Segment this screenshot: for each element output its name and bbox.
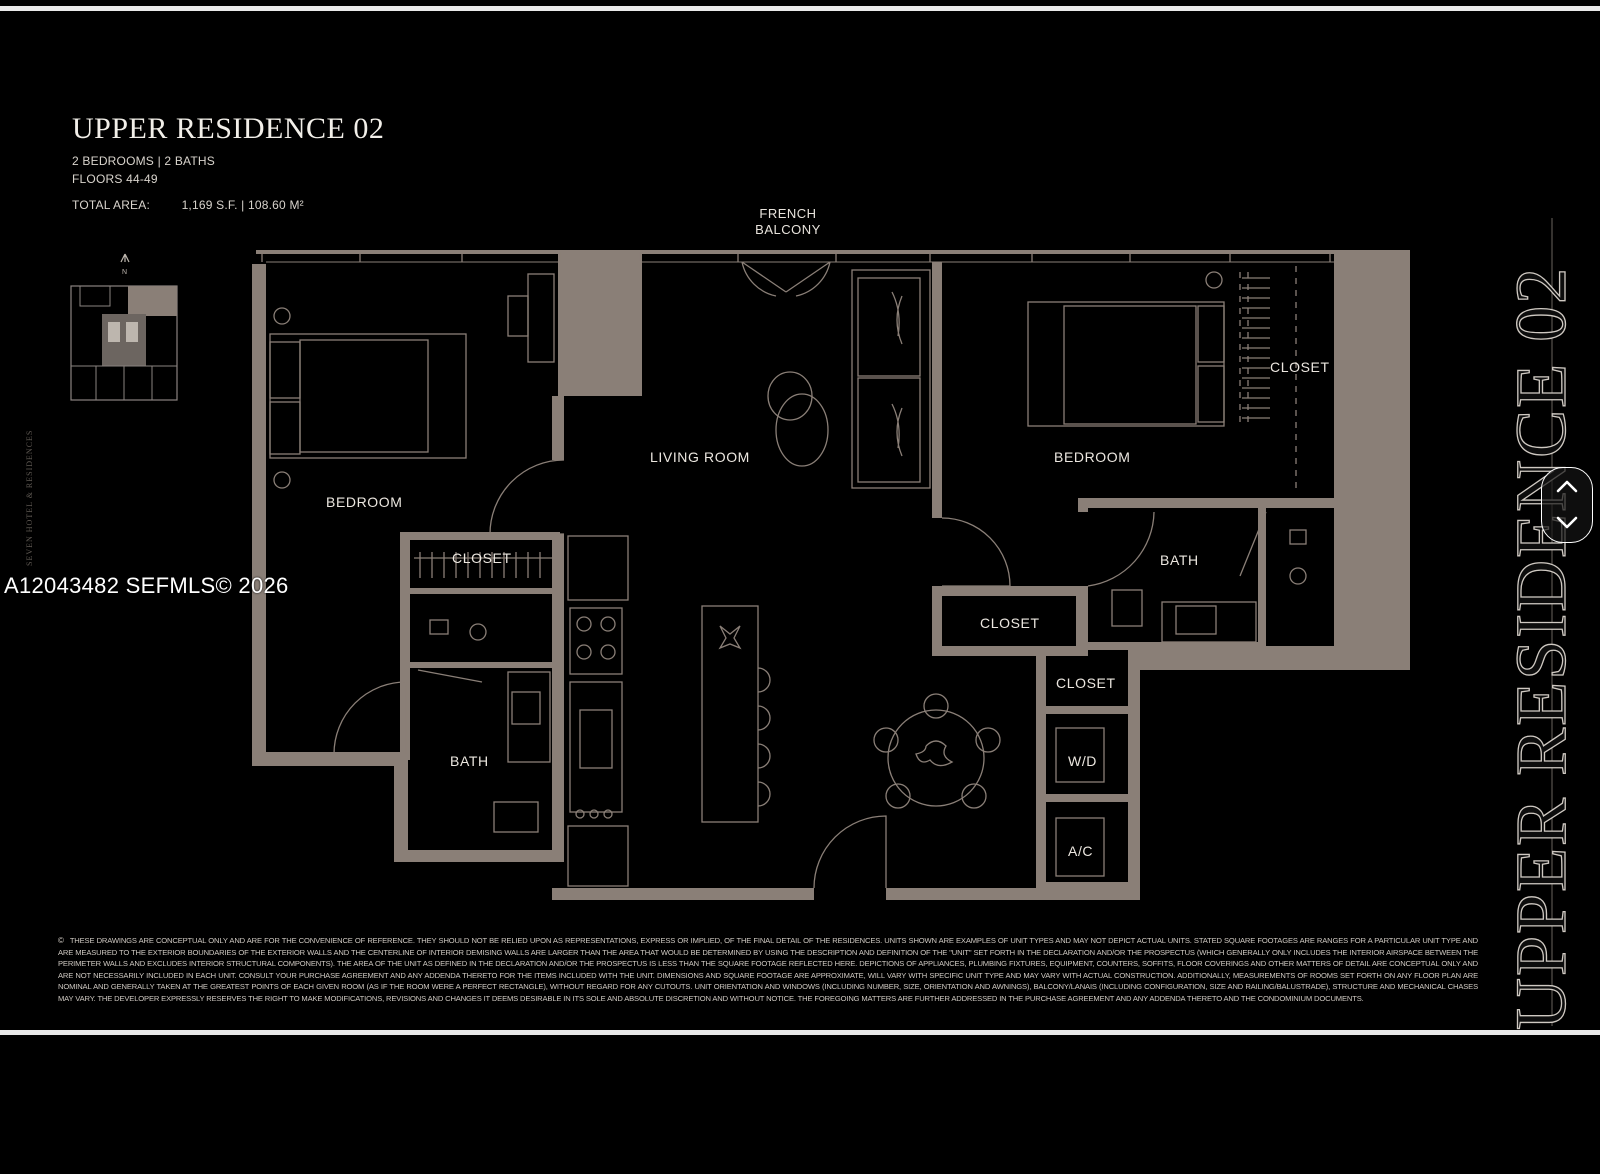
key-plan: N	[70, 253, 178, 401]
fixtures	[261, 252, 1334, 889]
french-line-2: BALCONY	[755, 222, 821, 237]
label-french-balcony: FRENCH BALCONY	[748, 206, 828, 238]
disclaimer-mark: ©	[58, 936, 64, 945]
next-image-button[interactable]	[1542, 505, 1592, 542]
vertical-plan-title: UPPER RESIDENCE 02	[1500, 265, 1581, 1030]
unit-rooms: 2 BEDROOMS | 2 BATHS	[72, 154, 215, 168]
chevron-up-icon	[1556, 480, 1578, 493]
image-nav-stepper	[1541, 467, 1593, 543]
area-label: TOTAL AREA:	[72, 198, 151, 212]
label-ac: A/C	[1068, 843, 1093, 859]
plan-title: UPPER RESIDENCE 02	[72, 112, 385, 145]
label-living-room: LIVING ROOM	[650, 449, 750, 465]
previous-image-button[interactable]	[1542, 468, 1592, 505]
floor-plan: BEDROOM LIVING ROOM BEDROOM CLOSET CLOSE…	[252, 218, 1553, 1026]
french-line-1: FRENCH	[759, 206, 817, 221]
label-bedroom-right: BEDROOM	[1054, 449, 1131, 465]
chevron-down-icon	[1556, 516, 1578, 529]
label-closet-lower: CLOSET	[1056, 675, 1116, 691]
north-arrow-icon	[120, 253, 130, 263]
baths-count: 2 BATHS	[164, 154, 215, 168]
unit-area: TOTAL AREA: 1,169 S.F. | 108.60 M²	[72, 198, 304, 212]
label-closet-right-top: CLOSET	[1270, 359, 1330, 375]
label-wd: W/D	[1068, 753, 1097, 769]
legal-disclaimer: © THESE DRAWINGS ARE CONCEPTUAL ONLY AND…	[58, 935, 1478, 1005]
room-labels: BEDROOM LIVING ROOM BEDROOM CLOSET CLOSE…	[326, 359, 1330, 859]
area-sf: 1,169 S.F.	[181, 198, 238, 212]
disclaimer-text: THESE DRAWINGS ARE CONCEPTUAL ONLY AND A…	[58, 936, 1478, 1003]
spec-divider: |	[157, 154, 165, 168]
mls-watermark: A12043482 SEFMLS© 2026	[4, 573, 289, 598]
label-closet-mid: CLOSET	[980, 615, 1040, 631]
label-bedroom-left: BEDROOM	[326, 494, 403, 510]
walls	[252, 250, 1410, 900]
label-closet-left: CLOSET	[452, 550, 512, 566]
north-label: N	[122, 269, 127, 276]
bottom-border	[0, 1030, 1600, 1035]
area-m: 108.60 M²	[248, 198, 304, 212]
rooms-count: 2 BEDROOMS	[72, 154, 155, 168]
building-key-plan-icon	[70, 285, 178, 401]
top-border	[0, 6, 1600, 11]
label-bath-left: BATH	[450, 753, 489, 769]
unit-floors: FLOORS 44-49	[72, 172, 158, 186]
label-bath-right: BATH	[1160, 552, 1199, 568]
area-divider: |	[241, 198, 249, 212]
floorplan-viewer: UPPER RESIDENCE 02 2 BEDROOMS | 2 BATHS …	[0, 6, 1600, 1035]
